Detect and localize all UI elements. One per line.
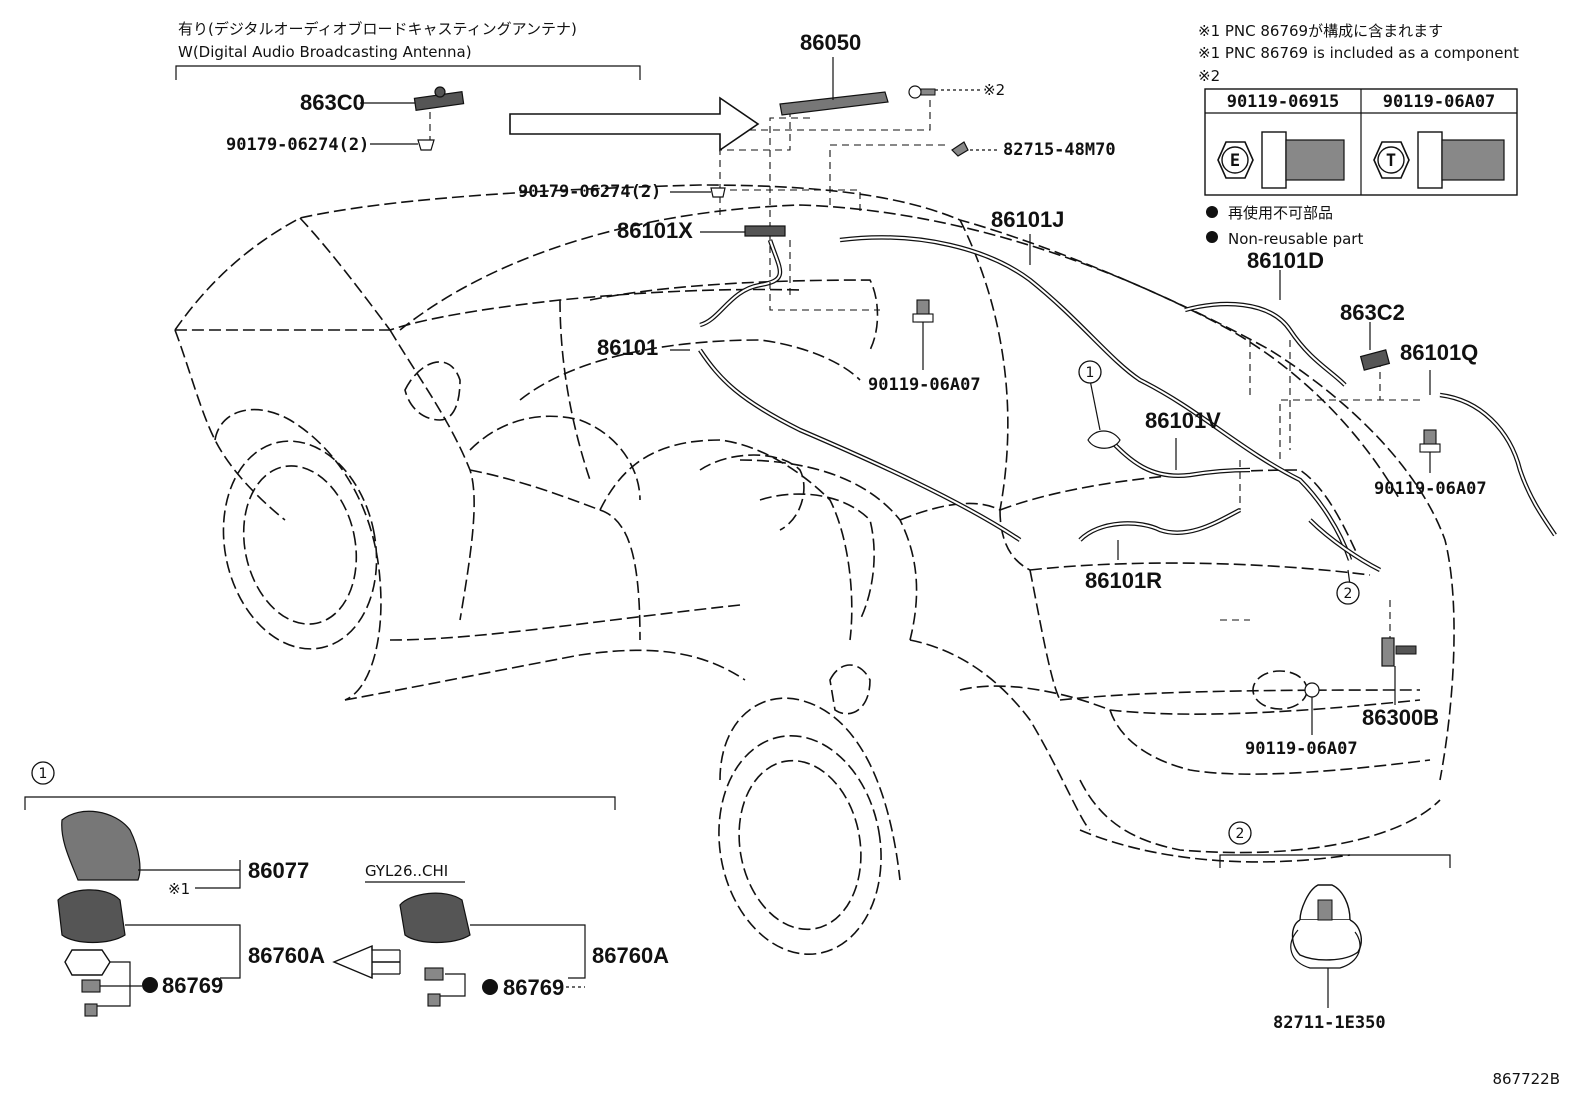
nonreusable-dot-icon bbox=[1206, 206, 1218, 218]
detail-1-callout: 1 bbox=[31, 761, 55, 785]
gasket-left-shape bbox=[64, 949, 111, 976]
note1-en: ※1 PNC 86769 is included as a component bbox=[1198, 44, 1519, 62]
nonreusable-en: Non-reusable part bbox=[1228, 230, 1363, 248]
header-note-jp: 有り(デジタルオーディオブロードキャスティングアンテナ) bbox=[178, 20, 577, 38]
label-mark1: ※1 bbox=[168, 880, 190, 898]
label-86769-right: 86769 bbox=[503, 975, 564, 1000]
part-86050-shape bbox=[779, 91, 889, 116]
label-863c2: 863C2 bbox=[1340, 300, 1405, 325]
label-90179-b: 90179-06274(2) bbox=[518, 182, 661, 202]
label-86101x: 86101X bbox=[617, 218, 693, 243]
table-symbol-t: T bbox=[1386, 151, 1396, 171]
label-86101v: 86101V bbox=[1145, 408, 1221, 433]
label-86300b: 86300B bbox=[1362, 705, 1439, 730]
svg-text:1: 1 bbox=[39, 766, 48, 782]
part-86300b-shape bbox=[1381, 637, 1417, 667]
label-86769-left: 86769 bbox=[162, 973, 223, 998]
leader-86769-left bbox=[97, 961, 131, 1007]
label-gyl: GYL26..CHI bbox=[365, 862, 448, 880]
part-863c0-shape bbox=[413, 86, 465, 111]
label-86101q: 86101Q bbox=[1400, 340, 1478, 365]
nonreusable-jp: 再使用不可部品 bbox=[1228, 204, 1333, 222]
svg-text:1: 1 bbox=[1086, 365, 1095, 381]
shark-fin-cover-shape bbox=[61, 810, 141, 881]
detail-2-callout: 2 bbox=[1228, 821, 1252, 845]
vehicle-outline bbox=[174, 184, 1455, 956]
label-mark2: ※2 bbox=[983, 81, 1005, 99]
clip-90179-a-shape bbox=[417, 139, 435, 151]
bolt-90119-a-shape bbox=[912, 299, 934, 323]
antenna-base-left-shape bbox=[57, 889, 126, 944]
nut-bolt-right-shape bbox=[424, 967, 444, 1007]
table-col2-header: 90119-06A07 bbox=[1383, 92, 1496, 112]
bolt-table: 90119-06915 90119-06A07 E T bbox=[1204, 88, 1518, 196]
label-82715: 82715-48M70 bbox=[1003, 140, 1116, 160]
label-86101r: 86101R bbox=[1085, 568, 1162, 593]
note2-label: ※2 bbox=[1198, 67, 1220, 85]
nut-bolt-left-shape bbox=[81, 979, 101, 1017]
bolt-t-icon bbox=[1373, 131, 1505, 189]
label-86760a-right: 86760A bbox=[592, 943, 669, 968]
clip-82715-shape bbox=[951, 141, 969, 157]
figure-id: 867722B bbox=[1492, 1070, 1560, 1088]
label-90179-a: 90179-06274(2) bbox=[226, 135, 369, 155]
assembly-lines bbox=[429, 100, 1420, 650]
clip-90179-b-shape bbox=[710, 187, 726, 198]
label-90119-c: 90119-06A07 bbox=[1245, 739, 1358, 759]
header-note-en: W(Digital Audio Broadcasting Antenna) bbox=[178, 43, 472, 61]
label-90119-b: 90119-06A07 bbox=[1374, 479, 1487, 499]
label-863c0: 863C0 bbox=[300, 90, 365, 115]
antenna-cable bbox=[698, 235, 1557, 573]
clip-82711-shape bbox=[1290, 884, 1362, 969]
detail-1-bracket bbox=[24, 796, 616, 810]
nonreusable-dot-icon-2 bbox=[1206, 231, 1218, 243]
roof-antenna-base-shape bbox=[1087, 430, 1121, 449]
table-symbol-e: E bbox=[1230, 151, 1240, 171]
note1-jp: ※1 PNC 86769が構成に含まれます bbox=[1198, 22, 1443, 40]
label-86050: 86050 bbox=[800, 30, 861, 55]
part-863c2-shape bbox=[1359, 349, 1391, 371]
bolt-e-icon bbox=[1217, 131, 1345, 189]
label-86077: 86077 bbox=[248, 858, 309, 883]
detail-2-bracket bbox=[1219, 854, 1451, 868]
leader-86077-bracket bbox=[195, 860, 241, 889]
leader-86769-right bbox=[440, 973, 466, 997]
direction-arrow-right-icon bbox=[509, 96, 760, 152]
leader-lines bbox=[360, 57, 1431, 735]
label-90119-a: 90119-06A07 bbox=[868, 375, 981, 395]
leader-86760a-right bbox=[470, 924, 586, 979]
antenna-base-right-shape bbox=[399, 892, 471, 944]
callout-1-roof: 1 bbox=[1078, 360, 1102, 384]
svg-text:2: 2 bbox=[1236, 826, 1245, 842]
bolt-mark2-shape bbox=[908, 85, 936, 99]
leader-86760a-left bbox=[125, 924, 241, 979]
label-86101: 86101 bbox=[597, 335, 658, 360]
svg-text:2: 2 bbox=[1344, 586, 1353, 602]
label-86101j: 86101J bbox=[991, 207, 1064, 232]
direction-arrow-left-tail bbox=[371, 946, 401, 978]
bolt-90119-b-shape bbox=[1419, 429, 1441, 453]
bolt-90119-c-shape bbox=[1304, 682, 1320, 698]
nonreusable-dot-left-icon bbox=[142, 977, 158, 993]
direction-arrow-left-icon bbox=[332, 944, 400, 980]
label-86101d: 86101D bbox=[1247, 248, 1324, 273]
part-86101x-shape bbox=[744, 225, 786, 237]
callout-2-rear: 2 bbox=[1336, 581, 1360, 605]
nonreusable-dot-right-icon bbox=[482, 979, 498, 995]
label-86760a-left: 86760A bbox=[248, 943, 325, 968]
header-bracket bbox=[175, 65, 641, 80]
label-82711: 82711-1E350 bbox=[1273, 1013, 1386, 1033]
table-col1-header: 90119-06915 bbox=[1227, 92, 1340, 112]
